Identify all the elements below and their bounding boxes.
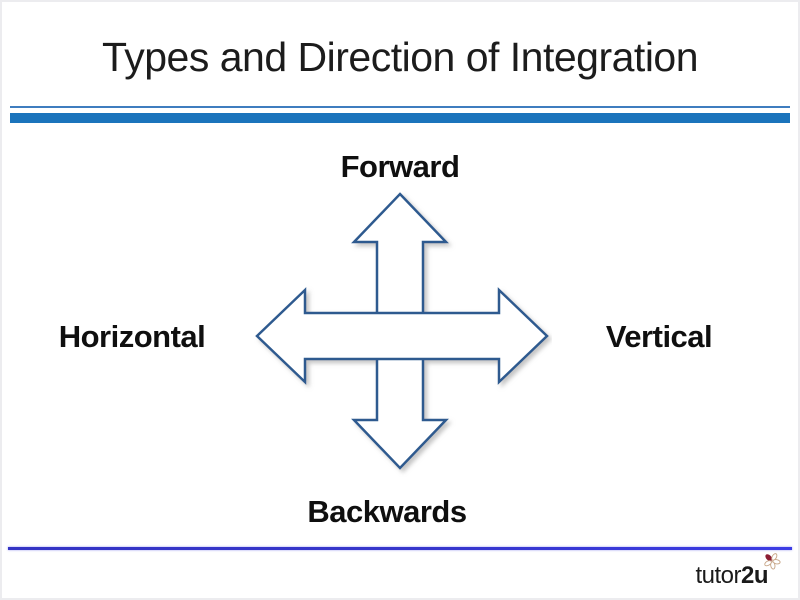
header-thin-rule <box>10 106 790 108</box>
label-horizontal: Horizontal <box>58 319 206 354</box>
flower-icon <box>764 553 781 570</box>
label-vertical: Vertical <box>605 319 713 354</box>
slide-title: Types and Direction of Integration <box>101 34 699 80</box>
label-forward: Forward <box>340 149 460 184</box>
label-backwards: Backwards <box>307 494 467 529</box>
four-way-arrow-icon <box>255 192 549 470</box>
footer-rule <box>8 547 792 550</box>
logo-text-bold: 2u <box>740 562 769 589</box>
header-accent-bar <box>10 113 790 123</box>
logo-text-regular: tutor <box>695 562 741 589</box>
tutor2u-logo: tutor2u <box>695 553 781 590</box>
horizontal-double-arrow <box>255 287 549 385</box>
